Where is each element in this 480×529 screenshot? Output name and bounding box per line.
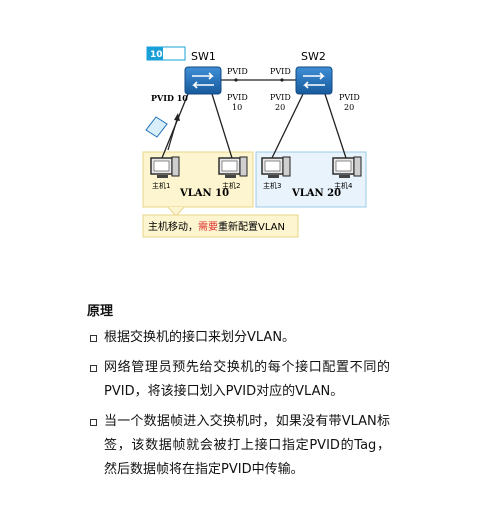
callout-suffix: 重新配置VLAN — [218, 220, 285, 233]
port-dot — [280, 78, 284, 82]
switch-sw2 — [295, 66, 333, 95]
vlan10-label: VLAN 10 — [179, 188, 229, 199]
sw2-pvid-right-1: PVID — [339, 93, 360, 102]
bullet-square-icon — [90, 419, 97, 426]
callout-box — [142, 214, 299, 238]
sw1-pvid-left: PVID 10 — [151, 93, 188, 103]
list-item: 根据交换机的接口来划分VLAN。 — [90, 326, 390, 350]
sw2-label: SW2 — [301, 50, 326, 63]
sw1-pvid-right-2: 10 — [232, 103, 242, 112]
section-title: 原理 — [87, 304, 114, 319]
list-item: 当一个数据帧进入交换机时，如果没有带VLAN标签，该数据帧就会被打上接口指定PV… — [90, 410, 390, 482]
sw2-pvid-left-1: PVID — [270, 93, 291, 102]
list-item-text: 根据交换机的接口来划分VLAN。 — [104, 330, 296, 345]
sw1-pvid-right-1: PVID — [227, 93, 248, 102]
link-sw1-host2 — [211, 93, 233, 159]
host-2-label: 主机2 — [222, 181, 240, 190]
bullet-square-icon — [90, 335, 97, 342]
list-item: 网络管理员预先给交换机的每个接口配置不同的PVID，将该接口划入PVID对应的V… — [90, 356, 390, 404]
vlan-diagram: 10 SW1 SW2 PVID PVID PVID 10 PVID 10 PVI… — [142, 46, 367, 238]
switch-sw1 — [184, 66, 222, 95]
sw1-port-label: PVID — [227, 67, 248, 76]
callout-text: 主机移动，需要重新配置VLAN — [148, 220, 285, 233]
link-sw2-host4 — [324, 93, 347, 159]
sw2-port-label: PVID — [270, 67, 291, 76]
moving-laptop-icon — [145, 116, 168, 138]
list-item-text: 当一个数据帧进入交换机时，如果没有带VLAN标签，该数据帧就会被打上接口指定PV… — [104, 414, 390, 477]
port-dot — [234, 78, 238, 82]
badge-fill — [147, 47, 163, 60]
host-1-label: 主机1 — [152, 181, 170, 190]
vlan20-label: VLAN 20 — [291, 188, 341, 199]
sw2-pvid-right-2: 20 — [344, 103, 354, 112]
sw1-label: SW1 — [191, 50, 216, 63]
sw2-pvid-left-2: 20 — [275, 103, 285, 112]
list-item-text: 网络管理员预先给交换机的每个接口配置不同的PVID，将该接口划入PVID对应的V… — [104, 360, 390, 399]
move-arrow-icon — [167, 113, 180, 151]
host-4-icon — [332, 156, 362, 178]
badge-text: 10 — [150, 50, 163, 60]
host-4-label: 主机4 — [334, 181, 353, 190]
host-2-icon — [218, 156, 248, 178]
host-1-icon — [150, 156, 180, 178]
host-3-label: 主机3 — [263, 181, 281, 190]
link-sw2-host3 — [271, 93, 304, 159]
callout-prefix: 主机移动， — [148, 220, 198, 233]
callout-highlight: 需要 — [198, 221, 218, 233]
bullet-square-icon — [90, 365, 97, 372]
host-3-icon — [261, 156, 291, 178]
principle-list: 根据交换机的接口来划分VLAN。 网络管理员预先给交换机的每个接口配置不同的PV… — [90, 326, 390, 488]
